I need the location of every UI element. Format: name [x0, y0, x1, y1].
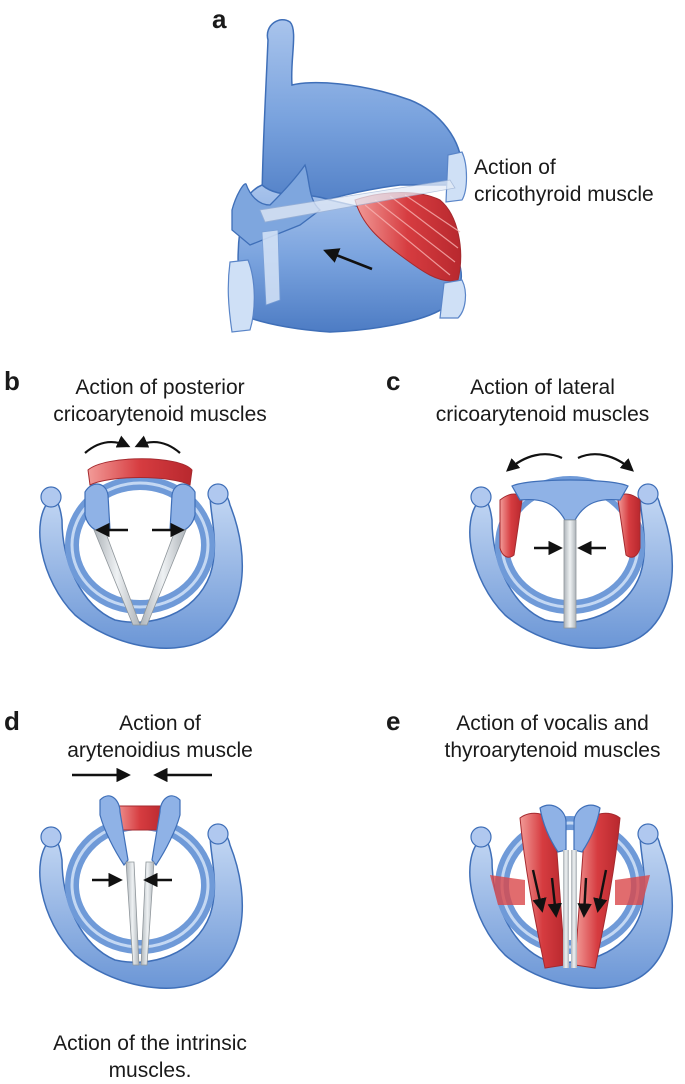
- rotation-arrow-left: [506, 453, 563, 472]
- posterior-cricoarytenoid-muscle: [87, 458, 193, 486]
- panel-letter-b: b: [4, 366, 20, 396]
- panel-e-larynx: [469, 804, 674, 989]
- caption-c-line2: cricoarytenoid muscles: [435, 403, 650, 426]
- panel-c-larynx: [469, 453, 674, 649]
- thyroarytenoid-side-left: [490, 875, 525, 905]
- panel-letter-c: c: [386, 366, 401, 396]
- caption-d: Action of arytenoidius muscle: [20, 710, 300, 764]
- panel-letter-a: a: [212, 4, 227, 34]
- panel-letter-e: e: [386, 706, 401, 736]
- panel-letter-d: d: [4, 706, 20, 736]
- thyroarytenoid-side-right: [615, 875, 650, 905]
- lateral-cricoarytenoid-left: [499, 493, 523, 558]
- vocalis-muscle-left: [519, 812, 566, 969]
- panel-a-larynx: [227, 19, 468, 333]
- shortening-arrow-3: [577, 877, 592, 918]
- panel-d-larynx: [39, 767, 244, 989]
- thyroid-edge: [445, 151, 468, 203]
- arytenoid-pair: [511, 479, 629, 521]
- vocal-cord-right: [571, 850, 577, 968]
- figure-caption-line1: Action of the intrinsic: [53, 1032, 247, 1055]
- arytenoid-cartilage: [231, 163, 322, 246]
- caption-d-line1: Action of: [119, 712, 201, 735]
- cricoid-plate: [227, 259, 255, 333]
- vocal-cord-left: [125, 861, 140, 966]
- caption-e-line1: Action of vocalis and: [456, 712, 649, 735]
- arytenoid-left: [84, 483, 111, 533]
- caption-e-line2: thyroarytenoid muscles: [444, 739, 661, 762]
- vocal-cords-closed: [563, 519, 577, 629]
- panel-b-larynx: [39, 435, 244, 649]
- cricothyroid-ligament: [259, 179, 456, 223]
- figure-caption-line2: muscles.: [108, 1059, 192, 1082]
- lateral-cricoarytenoid-right: [617, 493, 641, 558]
- rotation-arrow-right: [577, 453, 634, 472]
- rotation-arrow-left: [84, 435, 131, 454]
- figure-caption: Action of the intrinsic muscles.: [0, 1030, 300, 1084]
- shortening-arrow-1: [531, 869, 547, 913]
- caption-b: Action of posterior cricoarytenoid muscl…: [20, 374, 300, 428]
- caption-d-line2: arytenoidius muscle: [67, 739, 253, 762]
- caption-a: Action of cricothyroid muscle: [474, 154, 654, 208]
- caption-a-line1: Action of: [474, 156, 556, 179]
- caption-b-line1: Action of posterior: [75, 376, 245, 399]
- vocal-cord-left: [563, 850, 569, 968]
- caption-c: Action of lateral cricoarytenoid muscles: [400, 374, 685, 428]
- arytenoid-right: [169, 483, 196, 533]
- caption-b-line2: cricoarytenoid muscles: [53, 403, 267, 426]
- rotation-arrow-right: [134, 435, 181, 454]
- shortening-arrow-4: [593, 869, 608, 913]
- cricothyroid-arrow: [323, 248, 373, 271]
- caption-c-line1: Action of lateral: [470, 376, 615, 399]
- shortening-arrow-2: [547, 877, 562, 918]
- caption-e: Action of vocalis and thyroarytenoid mus…: [420, 710, 685, 764]
- caption-a-line2: cricothyroid muscle: [474, 183, 654, 206]
- vocalis-muscle-right: [574, 812, 621, 969]
- vocal-cord-right: [140, 861, 155, 966]
